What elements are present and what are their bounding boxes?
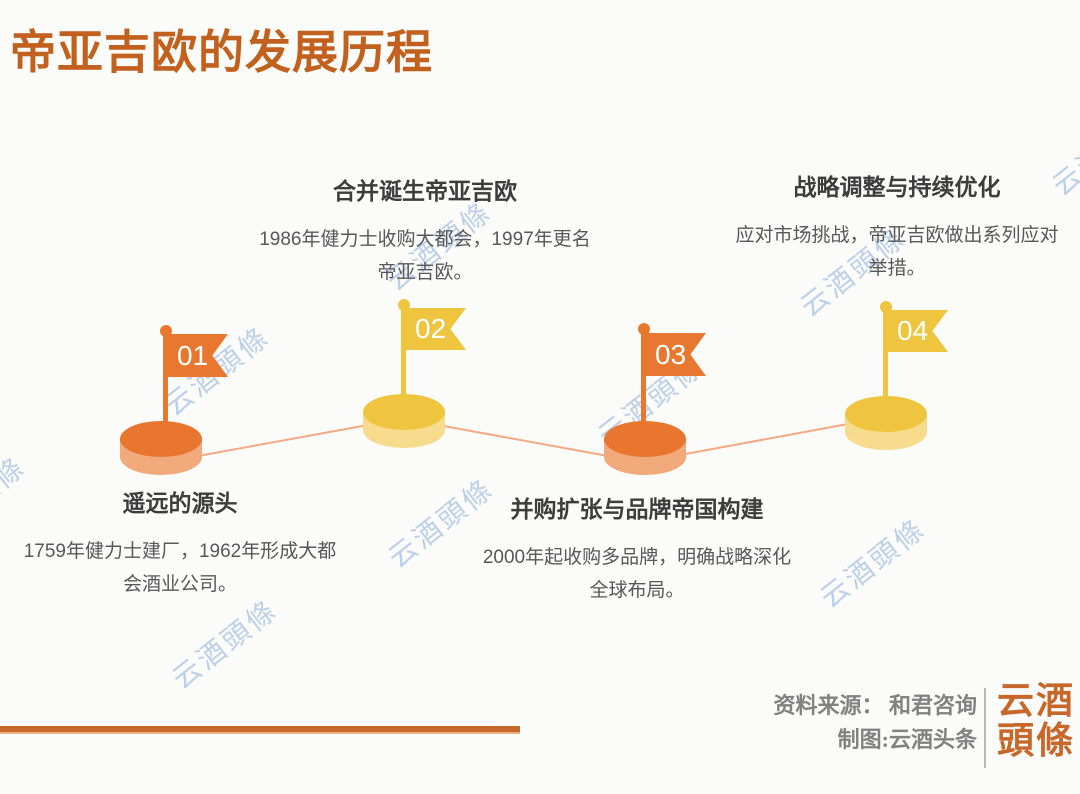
milestone-4-text-block: 战略调整与持续优化 应对市场挑战，帝亚吉欧做出系列应对 举措。	[713, 168, 1080, 285]
milestone-2-text-block: 合并诞生帝亚吉欧 1986年健力士收购大都会，1997年更名 帝亚吉欧。	[253, 172, 597, 289]
milestone-1-description: 1759年健力士建厂，1962年形成大都 会酒业公司。	[23, 541, 337, 595]
disc-top	[845, 396, 927, 432]
flag-pole-top-circle	[638, 323, 650, 335]
flag-pole	[641, 328, 646, 438]
milestone-3-text-block: 并购扩张与品牌帝国构建 2000年起收购多品牌，明确战略深化 全球布局。	[467, 490, 807, 607]
flag-banner-01: 01	[168, 334, 228, 377]
connector-line-1-2	[197, 424, 369, 457]
credit-line: 制图:云酒头条	[837, 727, 977, 752]
milestone-4-title: 战略调整与持续优化	[793, 174, 1001, 200]
timeline-disc	[363, 394, 445, 448]
milestone-3-description: 2000年起收购多品牌，明确战略深化 全球布局。	[482, 547, 792, 601]
timeline-disc	[604, 421, 686, 475]
source-credits: 资料来源： 和君咨询 制图:云酒头条	[773, 689, 977, 757]
flag-banner-03: 03	[646, 333, 706, 376]
milestone-2-title: 合并诞生帝亚吉欧	[333, 178, 517, 204]
logo-line-2: 頭條	[997, 721, 1075, 762]
watermark-text: 云酒頭條	[815, 513, 932, 615]
milestone-1-title: 遥远的源头	[122, 490, 238, 516]
disc-top	[363, 394, 445, 430]
watermark-text: 云酒頭條	[167, 594, 284, 696]
flag-banner-02: 02	[406, 308, 466, 350]
disc-top	[604, 421, 686, 457]
timeline-disc	[120, 421, 202, 475]
disc-top	[120, 421, 202, 457]
flag-pole	[883, 306, 888, 412]
milestone-1-text-block: 遥远的源头 1759年健力士建厂，1962年形成大都 会酒业公司。	[15, 484, 345, 601]
logo-line-1: 云酒	[997, 681, 1075, 722]
connector-line-2-3	[437, 424, 609, 457]
milestone-4-description: 应对市场挑战，帝亚吉欧做出系列应对 举措。	[735, 225, 1059, 279]
connector-line-3-4	[679, 423, 849, 456]
yunjiu-toutiao-logo: 云酒 頭條	[994, 682, 1078, 762]
page-title: 帝亚吉欧的发展历程	[10, 27, 433, 78]
footer-accent-bar	[0, 726, 520, 734]
milestone-2-description: 1986年健力士收购大都会，1997年更名 帝亚吉欧。	[259, 229, 591, 283]
milestone-3-title: 并购扩张与品牌帝国构建	[510, 496, 764, 522]
flag-banner-04: 04	[888, 310, 948, 352]
footer-divider	[984, 688, 986, 768]
flag-pole	[163, 330, 168, 438]
flag-pole	[401, 304, 406, 410]
timeline-disc	[845, 396, 927, 450]
source-line: 资料来源： 和君咨询	[773, 693, 977, 718]
